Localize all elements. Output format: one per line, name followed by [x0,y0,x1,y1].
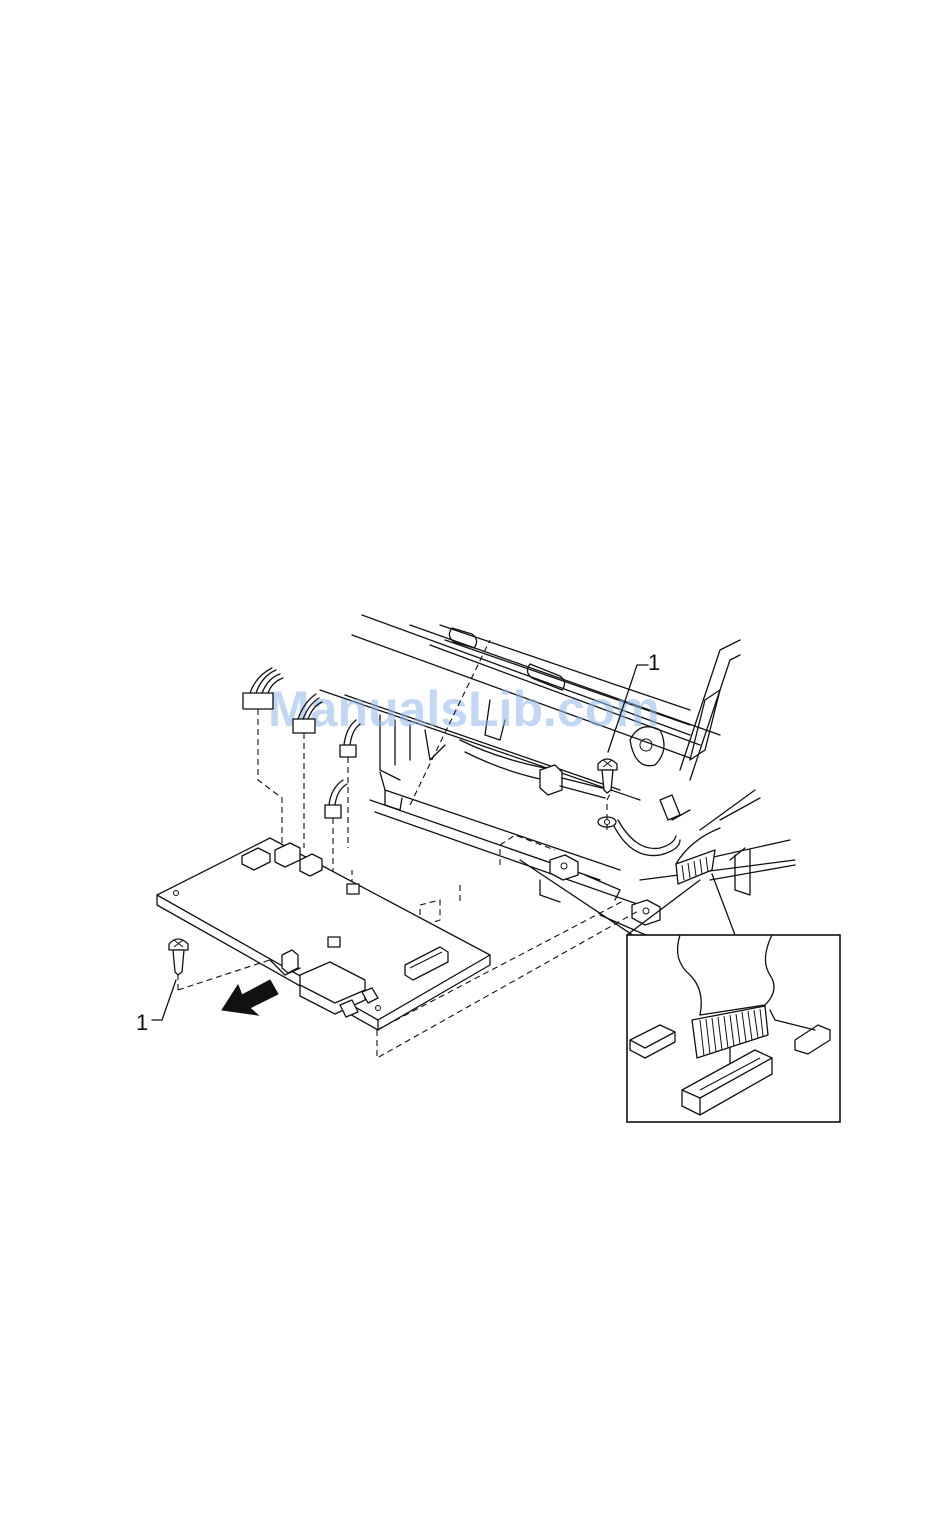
callout-screw-left-group: 1 [136,980,176,1035]
screw-left [169,939,188,975]
controller-board [157,838,490,1030]
callout-screw-right: 1 [648,650,660,675]
callout-screw-left: 1 [136,1010,148,1035]
detail-inset [627,874,840,1122]
watermark: ManualsLib.com [268,681,660,737]
removal-arrow-icon [222,980,278,1015]
harness-connector-4 [325,780,347,818]
